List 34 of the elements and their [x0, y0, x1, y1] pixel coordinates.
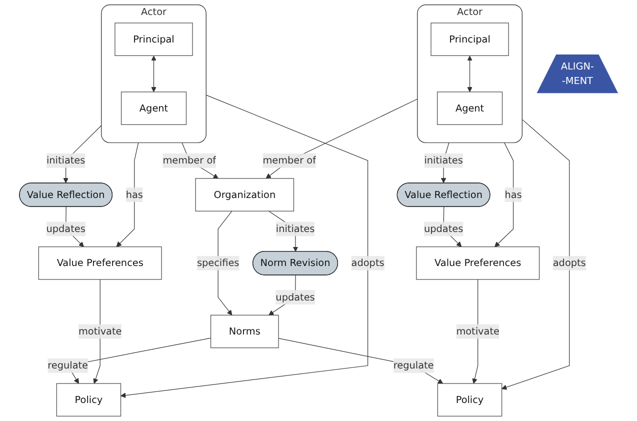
edge-label: adopts: [351, 257, 384, 269]
node-box: Agent: [437, 92, 503, 125]
node-box: Value Preferences: [416, 246, 540, 280]
node-box: Value Preferences: [38, 246, 162, 280]
arrow: [502, 119, 570, 390]
node-box: Agent: [120, 92, 187, 125]
edge-label: member of: [162, 154, 216, 166]
edge-label: specifies: [196, 257, 240, 269]
node-box: Principal: [430, 22, 509, 56]
arrow: [494, 142, 514, 248]
node-box: Principal: [114, 22, 193, 56]
arrow: [467, 56, 472, 92]
edge-label: adopts: [552, 257, 586, 269]
node-box: Norms: [210, 314, 279, 348]
edge-label: member of: [262, 154, 316, 166]
edge-label: regulate: [393, 360, 434, 372]
edge-label: motivate: [78, 325, 122, 337]
edge-label: motivate: [456, 325, 500, 337]
edge-label: updates: [424, 222, 464, 234]
edge-label: regulate: [48, 360, 88, 372]
arrow: [278, 338, 444, 384]
edge-label: initiates: [276, 222, 315, 234]
edge-label: updates: [46, 222, 86, 234]
edge-label: updates: [276, 291, 315, 303]
arrow: [116, 142, 139, 248]
edge-label: initiates: [424, 154, 463, 166]
edge-label: initiates: [46, 154, 86, 166]
edge-label: has: [504, 188, 522, 200]
arrow: [120, 94, 368, 398]
node-box: Policy: [56, 383, 122, 416]
arrow: [151, 56, 156, 92]
edge-label: has: [126, 188, 143, 200]
node-box: Policy: [437, 383, 502, 416]
node-box: Organization: [195, 178, 294, 212]
